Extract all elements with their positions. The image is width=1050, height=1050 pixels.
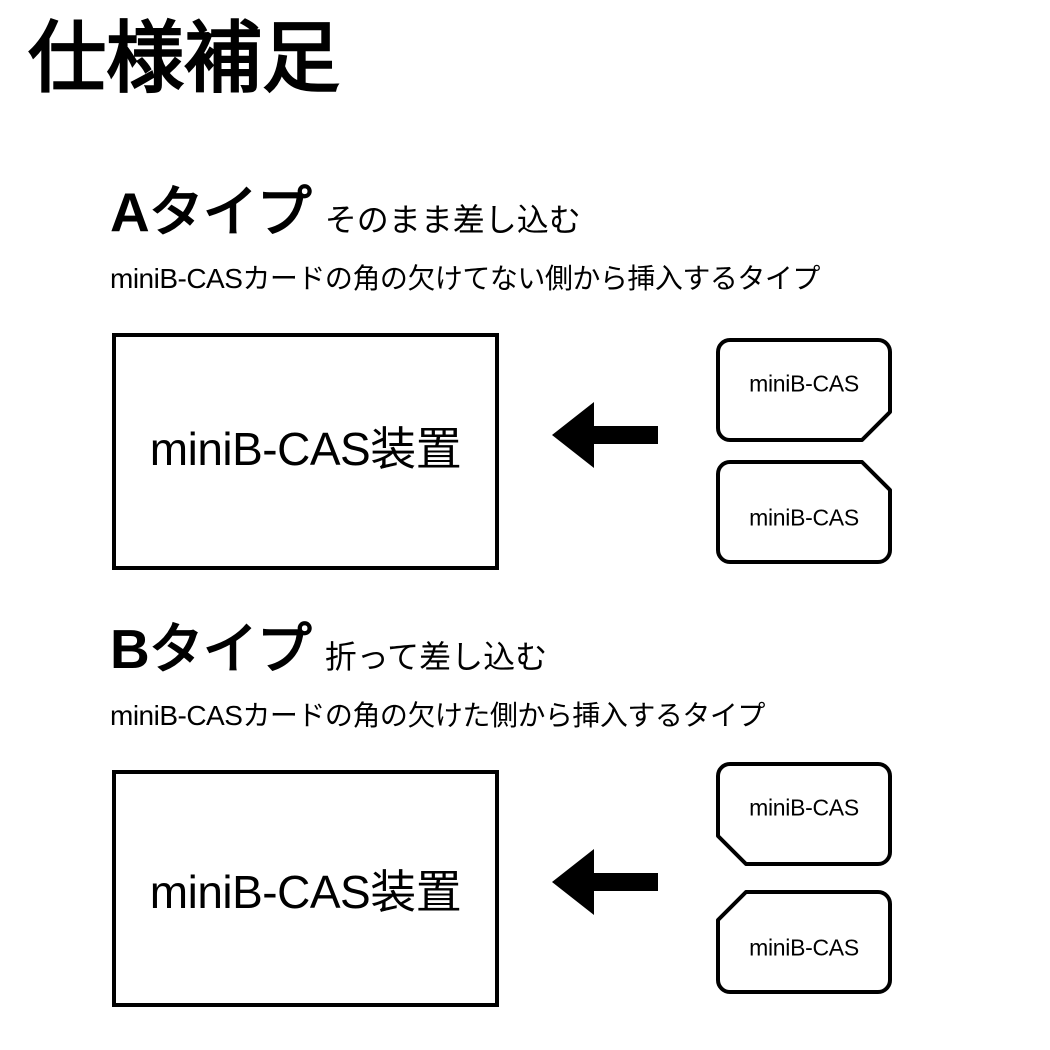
section-b-heading: Bタイプ 折って差し込む — [110, 622, 547, 678]
section-b-sub-label: 折って差し込む — [324, 639, 548, 675]
section-a-card-2: miniB-CAS — [716, 460, 892, 564]
section-b-card-1: miniB-CAS — [716, 762, 892, 866]
section-a-heading: Aタイプ そのまま差し込む — [110, 185, 581, 241]
section-a-description: miniB-CASカードの角の欠けてない側から挿入するタイプ — [110, 263, 820, 294]
section-a-device-box: miniB-CAS装置 — [112, 333, 499, 570]
section-b-description: miniB-CASカードの角の欠けた側から挿入するタイプ — [110, 700, 765, 731]
section-b-device-label: miniB-CAS装置 — [149, 865, 462, 918]
section-a-card-1: miniB-CAS — [716, 338, 892, 442]
section-b-card-2: miniB-CAS — [716, 890, 892, 994]
section-b-device-box: miniB-CAS装置 — [112, 770, 499, 1007]
page-title: 仕様補足 — [28, 14, 341, 102]
section-a-type-label: Aタイプ — [110, 181, 312, 243]
section-a-sub-label: そのまま差し込む — [324, 202, 581, 238]
section-a-device-label: miniB-CAS装置 — [149, 422, 462, 475]
section-a-insert-arrow-left-icon — [552, 397, 658, 473]
section-b-insert-arrow-left-icon — [552, 844, 658, 920]
section-b-type-label: Bタイプ — [110, 618, 312, 680]
